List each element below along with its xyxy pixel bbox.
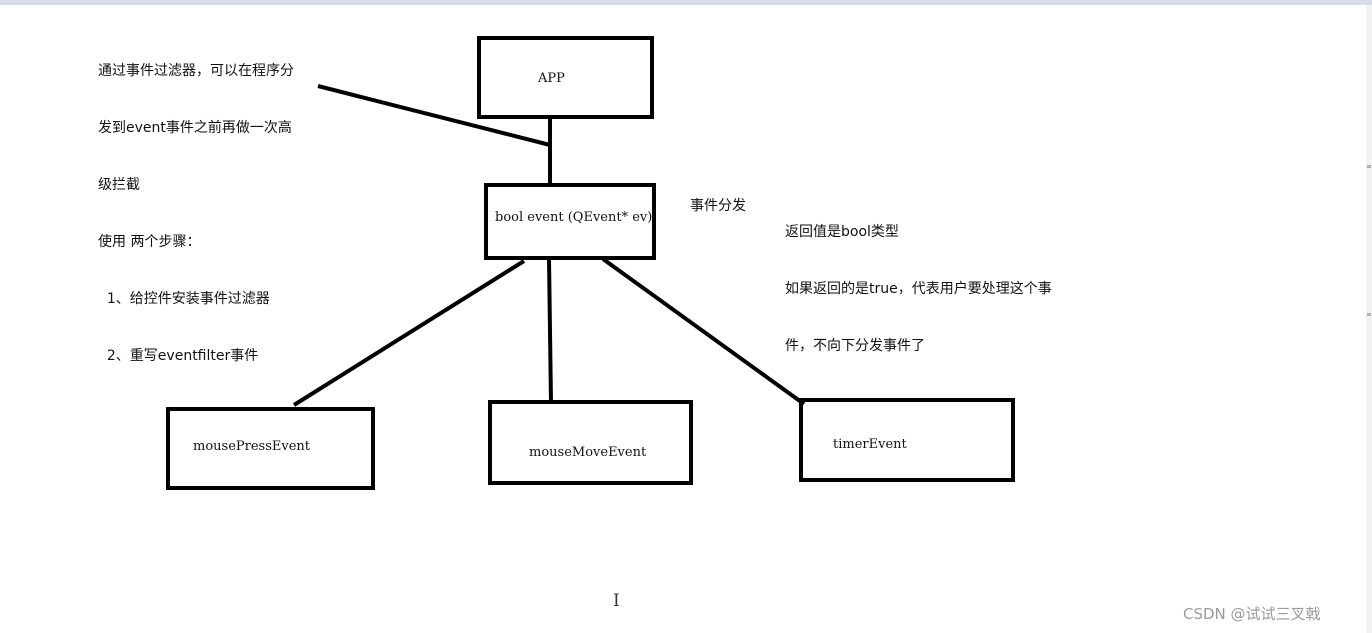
note-line: 通过事件过滤器，可以在程序分	[98, 63, 294, 79]
note-line: 发到event事件之前再做一次高	[98, 120, 292, 136]
vertical-scrollbar[interactable]	[1366, 5, 1372, 633]
event-to-mousepress-line	[292, 259, 526, 407]
mouse-move-label: mouseMoveEvent	[529, 445, 647, 460]
mouse-press-box	[166, 407, 375, 490]
note-line: 件，不向下分发事件了	[785, 338, 925, 354]
text-cursor-icon: I	[613, 591, 620, 611]
mouse-move-box	[488, 400, 693, 485]
mouse-press-label: mousePressEvent	[193, 439, 311, 454]
note-line: 1、给控件安装事件过滤器	[98, 291, 270, 307]
note-line: 使用 两个步骤：	[98, 234, 201, 250]
watermark: CSDN @试试三叉戟	[1183, 605, 1321, 623]
note-line: 如果返回的是true，代表用户要处理这个事	[785, 281, 1052, 297]
event-to-timer-line	[601, 257, 806, 406]
app-box	[477, 36, 654, 119]
scroll-tick	[1367, 165, 1371, 168]
event-box	[484, 183, 656, 260]
scroll-tick	[1367, 313, 1371, 316]
event-to-mousemove-line	[547, 258, 553, 404]
app-label: APP	[538, 71, 565, 86]
return-value-note: 返回值是bool类型 如果返回的是true，代表用户要处理这个事 件，不向下分发…	[785, 185, 1052, 375]
event-function-label: bool event (QEvent* ev)	[495, 210, 653, 225]
timer-label: timerEvent	[833, 437, 907, 452]
note-line: 返回值是bool类型	[785, 224, 899, 240]
window-top-border	[0, 0, 1372, 5]
note-line: 级拦截	[98, 177, 140, 193]
event-filter-note: 通过事件过滤器，可以在程序分 发到event事件之前再做一次高 级拦截 使用 两…	[98, 24, 294, 385]
dispatch-label: 事件分发	[690, 198, 746, 214]
annotation-pointer-line	[317, 84, 551, 147]
timer-box	[799, 398, 1015, 482]
note-line: 2、重写eventfilter事件	[98, 348, 259, 364]
